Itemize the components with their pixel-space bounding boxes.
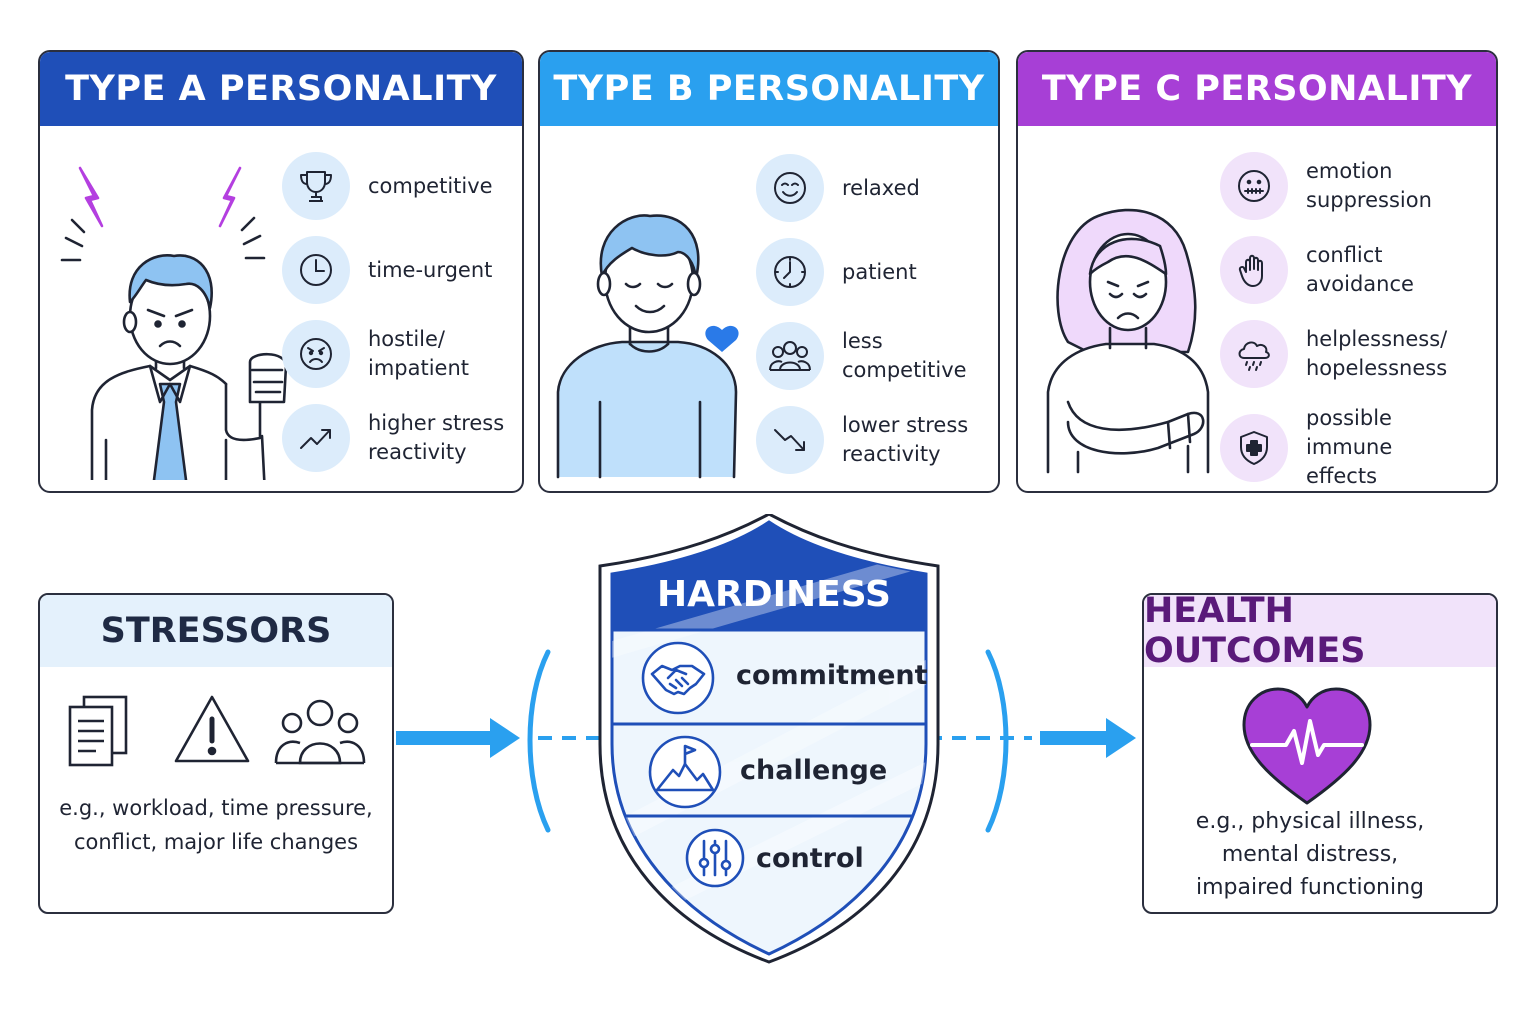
- health-outcomes-title: HEALTH OUTCOMES: [1144, 595, 1496, 671]
- group-icon: [756, 322, 824, 390]
- health-outcomes-description: e.g., physical illness, mental distress,…: [1195, 809, 1425, 900]
- clock-icon: [756, 238, 824, 306]
- type-c-title: TYPE C PERSONALITY: [1018, 52, 1496, 126]
- stressors-title: STRESSORS: [40, 595, 392, 667]
- trait-label: hostile/ impatient: [368, 327, 470, 380]
- warning-icon: [174, 695, 250, 763]
- handshake-icon: [641, 641, 715, 715]
- type-c-trait-emotion-suppression: emotion suppression: [1220, 152, 1456, 220]
- trait-label: helplessness/ hopelessness: [1306, 327, 1448, 380]
- clock-icon: [282, 236, 350, 304]
- people-icon: [274, 699, 366, 765]
- trait-label: relaxed: [842, 175, 920, 200]
- hardiness-item-commitment: commitment: [736, 660, 928, 691]
- type-b-panel: TYPE B PERSONALITY relaxed patient: [538, 50, 1000, 493]
- hardiness-title: HARDINESS: [657, 574, 891, 615]
- trait-label: patient: [842, 259, 917, 284]
- trait-label: higher stress reactivity: [368, 411, 505, 464]
- smile-face-icon: [756, 154, 824, 222]
- trait-label: lower stress reactivity: [842, 413, 969, 466]
- rain-cloud-icon: [1220, 320, 1288, 388]
- type-a-trait-time-urgent: time-urgent: [282, 236, 518, 304]
- angry-man-illustration: [60, 166, 288, 480]
- type-a-trait-stress: higher stress reactivity: [282, 404, 518, 472]
- type-b-trait-less-competitive: less competitive: [756, 322, 992, 390]
- trait-label: less competitive: [842, 329, 967, 382]
- trait-label: time-urgent: [368, 257, 493, 282]
- relaxed-man-illustration: [556, 214, 739, 479]
- trend-down-icon: [756, 406, 824, 474]
- sliders-icon: [685, 828, 745, 888]
- type-c-trait-immune: possible immune effects: [1220, 404, 1456, 491]
- trait-label: conflict avoidance: [1306, 243, 1414, 296]
- raised-hand-icon: [1220, 236, 1288, 304]
- type-a-panel: TYPE A PERSONALITY: [38, 50, 524, 493]
- stressors-box: STRESSORS e.g., workload, time pressure,…: [38, 593, 394, 914]
- health-outcomes-box: HEALTH OUTCOMES e.g., physical illness, …: [1142, 593, 1498, 914]
- stressors-description: e.g., workload, time pressure, conflict,…: [59, 796, 373, 854]
- trait-label: emotion suppression: [1306, 159, 1432, 212]
- documents-icon: [68, 695, 128, 767]
- trait-label: competitive: [368, 173, 493, 198]
- shield-plus-icon: [1220, 413, 1288, 482]
- hardiness-item-challenge: challenge: [740, 755, 888, 786]
- type-c-panel: TYPE C PERSONALITY emotion suppression c…: [1016, 50, 1498, 493]
- type-c-trait-helplessness: helplessness/ hopelessness: [1220, 320, 1456, 388]
- trait-label: possible immune effects: [1306, 406, 1393, 488]
- type-b-trait-lower-stress: lower stress reactivity: [756, 406, 992, 474]
- type-b-trait-patient: patient: [756, 238, 992, 306]
- type-a-trait-competitive: competitive: [282, 152, 518, 220]
- angry-face-icon: [282, 320, 350, 388]
- type-b-title: TYPE B PERSONALITY: [540, 52, 998, 126]
- left-bracket: [527, 649, 551, 833]
- sad-woman-illustration: [1046, 208, 1210, 474]
- trend-up-icon: [282, 404, 350, 472]
- trophy-icon: [282, 152, 350, 220]
- zipped-mouth-icon: [1220, 152, 1288, 220]
- type-a-trait-hostile: hostile/ impatient: [282, 320, 518, 388]
- hardiness-item-control: control: [756, 843, 864, 874]
- type-c-trait-conflict-avoidance: conflict avoidance: [1220, 236, 1456, 304]
- heartbeat-icon: [1242, 687, 1372, 805]
- type-a-title: TYPE A PERSONALITY: [40, 52, 522, 126]
- mountain-flag-icon: [648, 735, 722, 809]
- type-b-trait-relaxed: relaxed: [756, 154, 992, 222]
- right-bracket: [985, 649, 1009, 833]
